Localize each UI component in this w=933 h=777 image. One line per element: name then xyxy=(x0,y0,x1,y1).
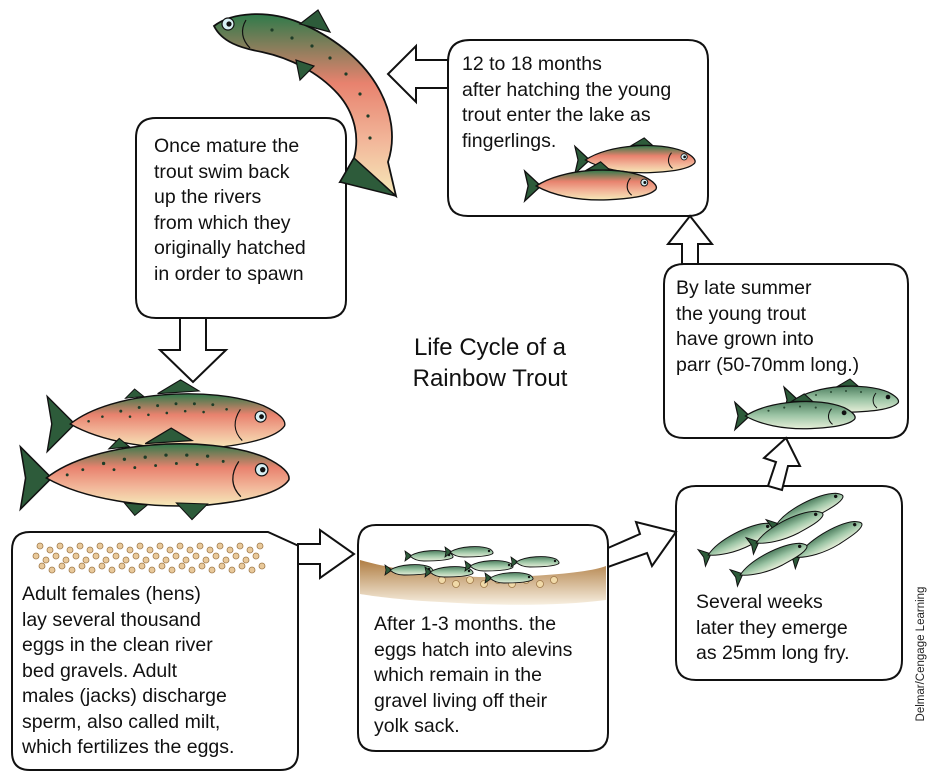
arrow-to-spawn xyxy=(160,318,226,382)
stage-parr-text: By late summer the young trout have grow… xyxy=(676,276,859,378)
arrow-to-fingerlings xyxy=(668,216,712,264)
spawning-adults xyxy=(20,380,289,520)
arrow-to-adult xyxy=(388,46,448,102)
stage-spawn-text: Once mature the trout swim back up the r… xyxy=(154,134,306,287)
arrow-to-fry xyxy=(608,522,676,567)
image-credit: Delmar/Cengage Learning xyxy=(915,584,927,724)
title-line-1: Life Cycle of a xyxy=(380,332,600,363)
stage-eggs-text: Adult females (hens) lay several thousan… xyxy=(22,582,234,761)
stage-fry-text: Several weeks later they emerge as 25mm … xyxy=(696,590,850,667)
diagram-title: Life Cycle of a Rainbow Trout xyxy=(380,332,600,394)
stage-alevins-text: After 1-3 months. the eggs hatch into al… xyxy=(374,612,572,740)
stage-fingerlings-text: 12 to 18 months after hatching the young… xyxy=(462,52,671,154)
arrow-to-alevins xyxy=(298,530,354,578)
title-line-2: Rainbow Trout xyxy=(380,363,600,394)
arrow-to-parr xyxy=(764,438,800,490)
